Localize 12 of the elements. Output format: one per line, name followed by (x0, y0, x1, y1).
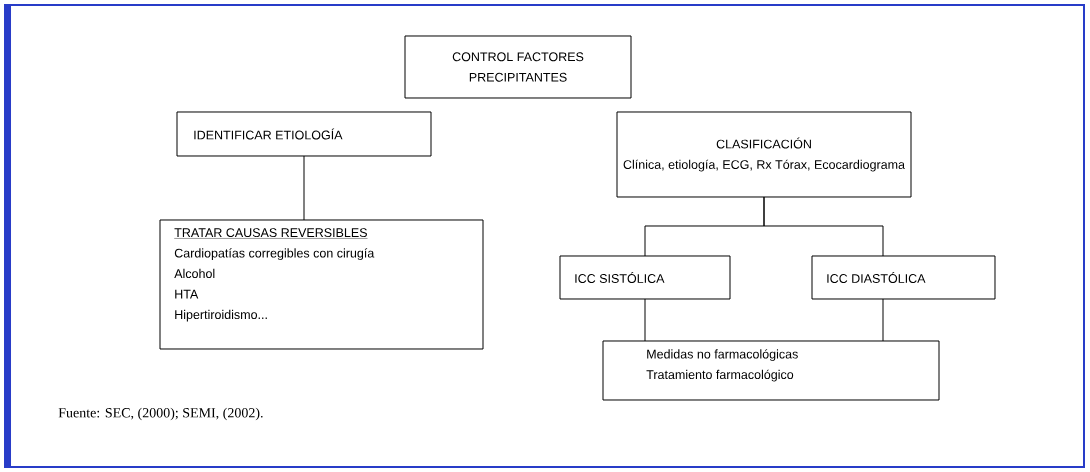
process-box: CLASIFICACIÓN Clínica, etiología, ECG, Rx Tórax, Ecocardiograma (616, 111, 912, 198)
process-box: IDENTIFICAR ETIOLOGÍA (176, 111, 432, 157)
process-box: CONTROL FACTORES PRECIPITANTES (404, 35, 632, 99)
process-box: Medidas no farmacológicas Tratamiento farmacológico (602, 340, 940, 401)
source-note: Fuente: SEC, (2000); SEMI, (2002). (58, 407, 263, 421)
connector-line (882, 298, 884, 342)
connector-line (644, 298, 646, 342)
connector-line (303, 155, 305, 221)
process-box: ICC DIASTÓLICA (811, 255, 996, 300)
process-box: ICC SISTÓLICA (559, 255, 731, 300)
process-box: TRATAR CAUSAS REVERSIBLES Cardiopatías corregibles con cirugía Alcohol HTA Hipertiroidismo... (159, 219, 484, 350)
connector-line (763, 196, 884, 257)
